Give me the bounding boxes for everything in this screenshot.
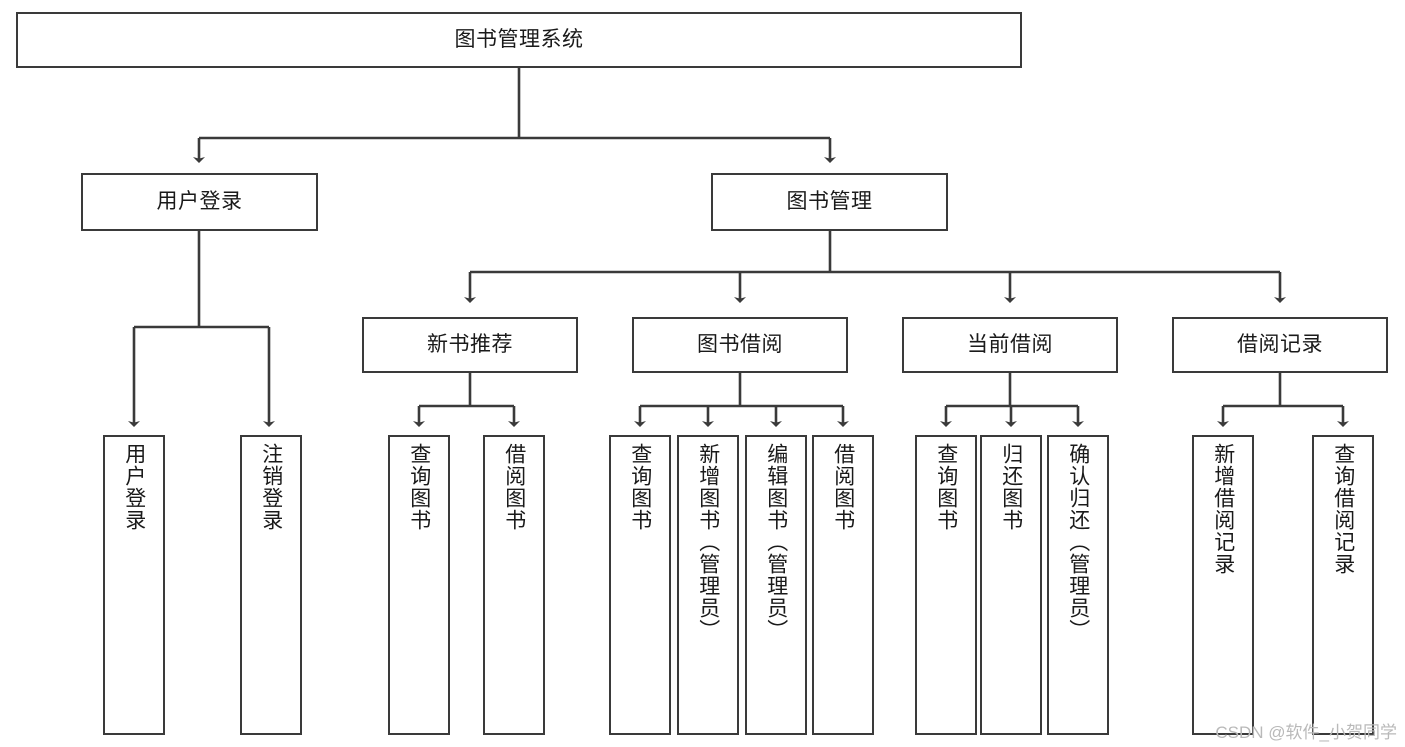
node-label: 新增借阅记录 bbox=[1211, 443, 1235, 575]
node-label: 查询图书 bbox=[628, 443, 652, 531]
node-label: 查询图书 bbox=[407, 443, 431, 531]
node-label: 借阅记录 bbox=[1237, 332, 1323, 356]
node-user-login[interactable]: 用户登录 bbox=[81, 173, 318, 231]
leaf-add-book-admin[interactable]: 新增图书（管理员） bbox=[677, 435, 739, 735]
node-label: 归还图书 bbox=[999, 443, 1023, 531]
node-label: 用户登录 bbox=[156, 189, 243, 213]
node-current-borrowing[interactable]: 当前借阅 bbox=[902, 317, 1118, 373]
node-label: 借阅图书 bbox=[502, 443, 526, 531]
leaf-return-book[interactable]: 归还图书 bbox=[980, 435, 1042, 735]
node-book-management-system[interactable]: 图书管理系统 bbox=[16, 12, 1022, 68]
leaf-confirm-return-admin[interactable]: 确认归还（管理员） bbox=[1047, 435, 1109, 735]
node-label: 编辑图书（管理员） bbox=[764, 443, 788, 641]
node-label: 当前借阅 bbox=[967, 332, 1053, 356]
node-book-borrowing[interactable]: 图书借阅 bbox=[632, 317, 848, 373]
node-label: 查询借阅记录 bbox=[1331, 443, 1355, 575]
leaf-query-book-newbook[interactable]: 查询图书 bbox=[388, 435, 450, 735]
node-label: 查询图书 bbox=[934, 443, 958, 531]
leaf-query-book-borrow[interactable]: 查询图书 bbox=[609, 435, 671, 735]
watermark: CSDN @软件_小贺同学 bbox=[1215, 723, 1397, 742]
node-new-book-recommendation[interactable]: 新书推荐 bbox=[362, 317, 578, 373]
node-label: 图书管理系统 bbox=[454, 27, 584, 51]
node-borrowing-records[interactable]: 借阅记录 bbox=[1172, 317, 1388, 373]
node-book-management[interactable]: 图书管理 bbox=[711, 173, 948, 231]
node-label: 图书借阅 bbox=[697, 332, 783, 356]
leaf-add-borrow-record[interactable]: 新增借阅记录 bbox=[1192, 435, 1254, 735]
leaf-borrow-book[interactable]: 借阅图书 bbox=[812, 435, 874, 735]
node-label: 借阅图书 bbox=[831, 443, 855, 531]
node-label: 注销登录 bbox=[259, 443, 283, 531]
node-label: 图书管理 bbox=[786, 189, 873, 213]
leaf-query-book-current[interactable]: 查询图书 bbox=[915, 435, 977, 735]
leaf-query-borrow-record[interactable]: 查询借阅记录 bbox=[1312, 435, 1374, 735]
leaf-borrow-book-newbook[interactable]: 借阅图书 bbox=[483, 435, 545, 735]
node-label: 用户登录 bbox=[122, 443, 146, 531]
node-label: 新书推荐 bbox=[427, 332, 513, 356]
leaf-user-login[interactable]: 用户登录 bbox=[103, 435, 165, 735]
node-label: 确认归还（管理员） bbox=[1066, 443, 1090, 641]
leaf-edit-book-admin[interactable]: 编辑图书（管理员） bbox=[745, 435, 807, 735]
node-label: 新增图书（管理员） bbox=[696, 443, 720, 641]
leaf-logout[interactable]: 注销登录 bbox=[240, 435, 302, 735]
